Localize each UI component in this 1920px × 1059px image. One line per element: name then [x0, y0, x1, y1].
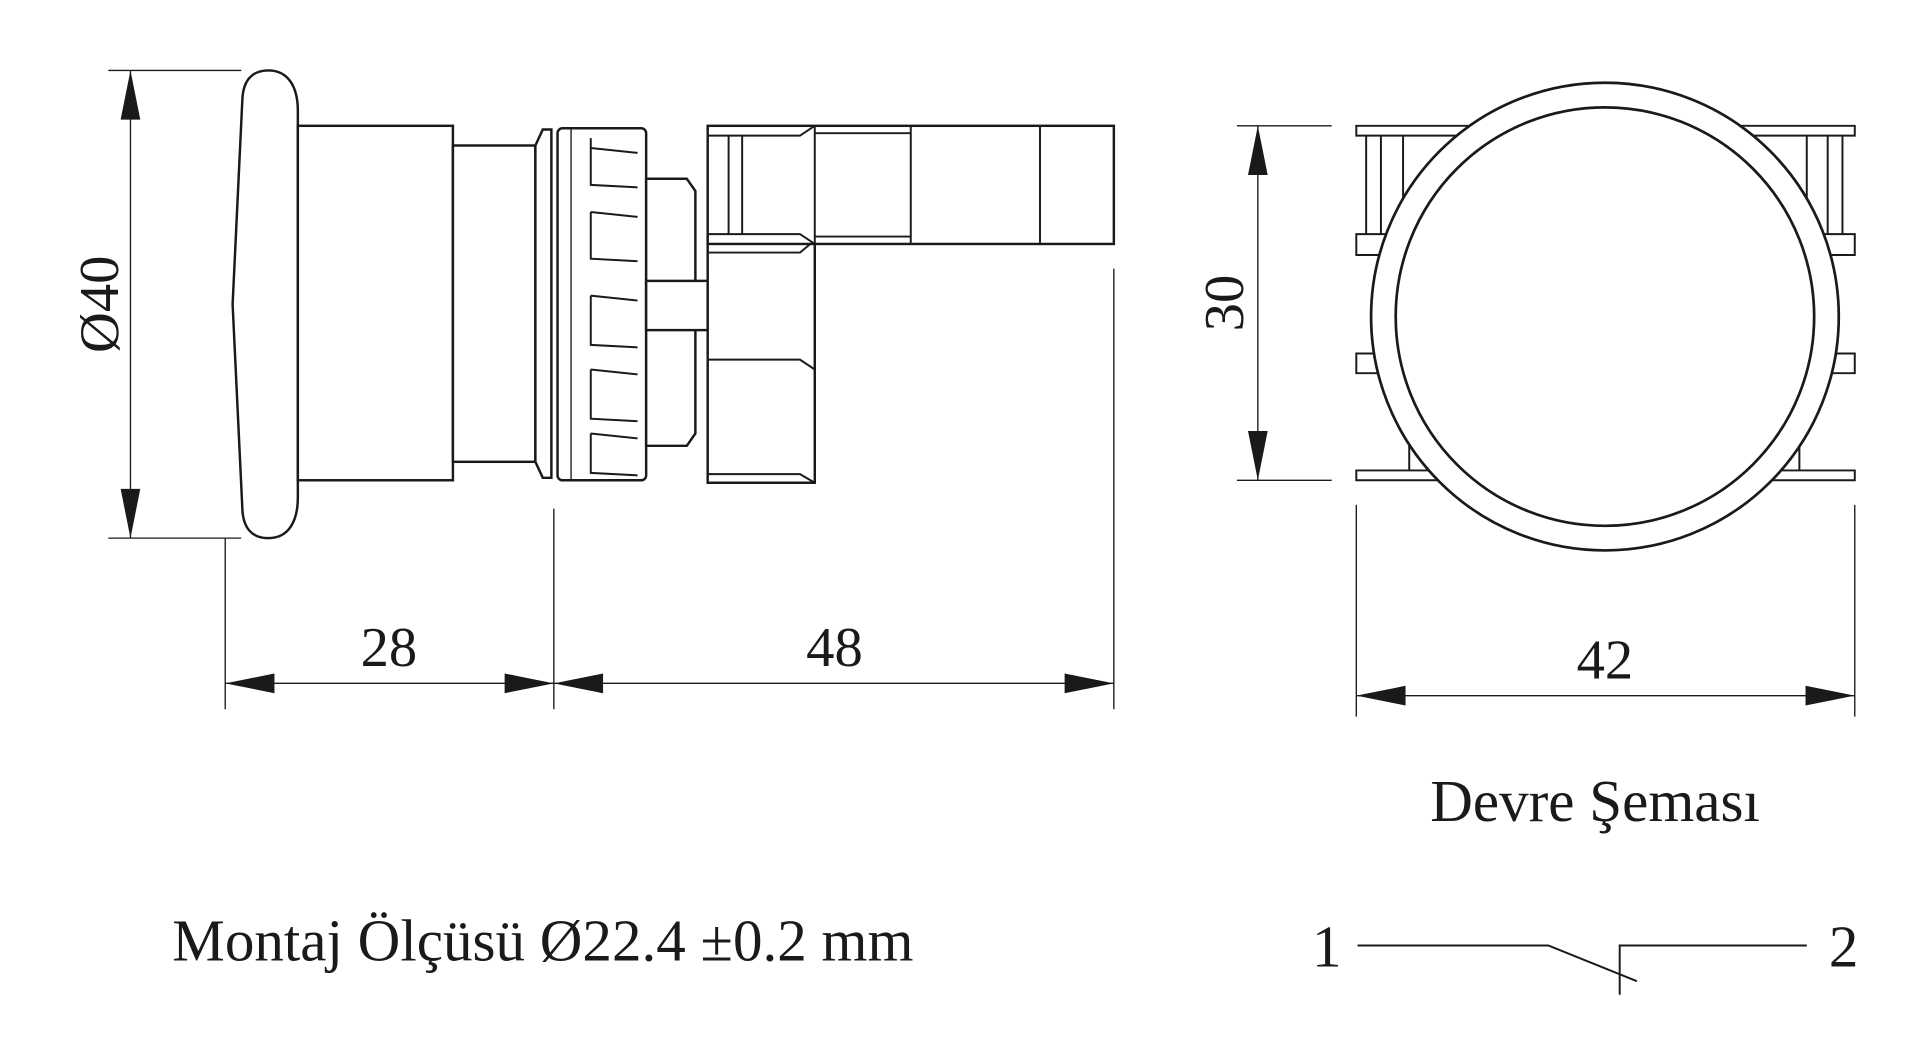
circuit-title: Devre Şeması [1430, 768, 1760, 834]
arrow-left-icon [553, 673, 604, 694]
mounting-nut [556, 127, 648, 482]
height-label: 30 [1194, 275, 1256, 332]
width-label: 42 [1577, 629, 1634, 691]
shaft-core [644, 279, 709, 332]
terminal-2-label: 2 [1829, 913, 1859, 979]
length-front-label: 28 [361, 617, 418, 679]
arrow-right-icon [504, 673, 554, 694]
normally-open-switch-icon [1357, 944, 1807, 995]
side-view: Ø40 [69, 69, 1116, 710]
length-dimensions: 28 48 [224, 268, 1115, 710]
diameter-dimension: Ø40 [69, 69, 242, 539]
width-dimension: 42 [1355, 504, 1856, 717]
bezel-inner-circle [1394, 105, 1816, 528]
length-back-label: 48 [806, 617, 863, 679]
arrow-left-icon [1356, 685, 1406, 706]
arrow-right-icon [1064, 673, 1114, 694]
button-body [296, 124, 455, 482]
front-view: 30 42 [1194, 81, 1856, 717]
adapter-block [706, 232, 816, 484]
mounting-dimension-text: Montaj Ölçüsü Ø22.4 ±0.2 mm [172, 907, 913, 973]
arrow-up-icon [1248, 125, 1268, 176]
seal-ring [534, 128, 553, 480]
contact-block [706, 124, 1116, 246]
circuit-diagram: Devre Şeması 1 2 [1312, 768, 1858, 995]
diameter-label: Ø40 [69, 256, 131, 354]
button-neck [451, 144, 537, 464]
arrow-down-icon [120, 488, 141, 539]
mushroom-cap [231, 69, 300, 540]
arrow-down-icon [1248, 431, 1268, 481]
terminal-1-label: 1 [1312, 913, 1342, 979]
height-dimension: 30 [1194, 125, 1332, 481]
arrow-left-icon [225, 673, 275, 694]
arrow-up-icon [120, 70, 141, 120]
arrow-right-icon [1805, 685, 1855, 706]
